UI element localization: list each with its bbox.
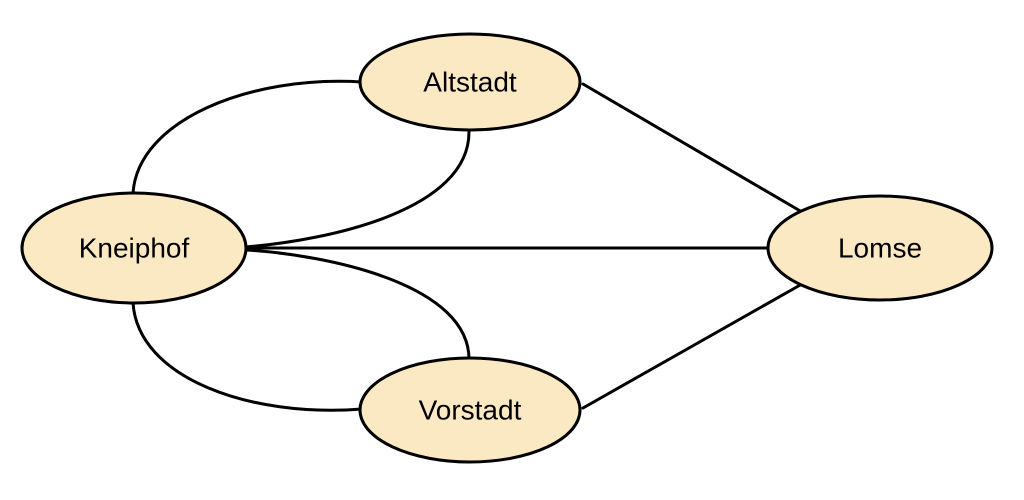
edge-kneiphof-altstadt-upper bbox=[131, 79, 364, 195]
node-vorstadt: Vorstadt bbox=[358, 356, 582, 464]
node-kneiphof: Kneiphof bbox=[20, 191, 248, 305]
node-lomse-shape bbox=[766, 194, 994, 302]
node-vorstadt-shape bbox=[358, 356, 582, 464]
node-altstadt: Altstadt bbox=[358, 32, 582, 132]
node-altstadt-shape bbox=[358, 32, 582, 132]
node-altstadt-label: Altstadt bbox=[423, 67, 517, 98]
edge-kneiphof-vorstadt-upper bbox=[244, 248, 471, 362]
node-kneiphof-label: Kneiphof bbox=[79, 233, 190, 264]
node-vorstadt-label: Vorstadt bbox=[419, 395, 522, 426]
node-lomse: Lomse bbox=[766, 194, 994, 302]
edge-kneiphof-altstadt-lower bbox=[244, 129, 471, 249]
node-kneiphof-shape bbox=[20, 191, 248, 305]
edges bbox=[131, 79, 804, 412]
edge-kneiphof-vorstadt-lower bbox=[131, 301, 364, 412]
edge-vorstadt-lomse bbox=[581, 282, 804, 410]
node-lomse-label: Lomse bbox=[838, 233, 922, 264]
edge-altstadt-lomse bbox=[581, 82, 804, 214]
